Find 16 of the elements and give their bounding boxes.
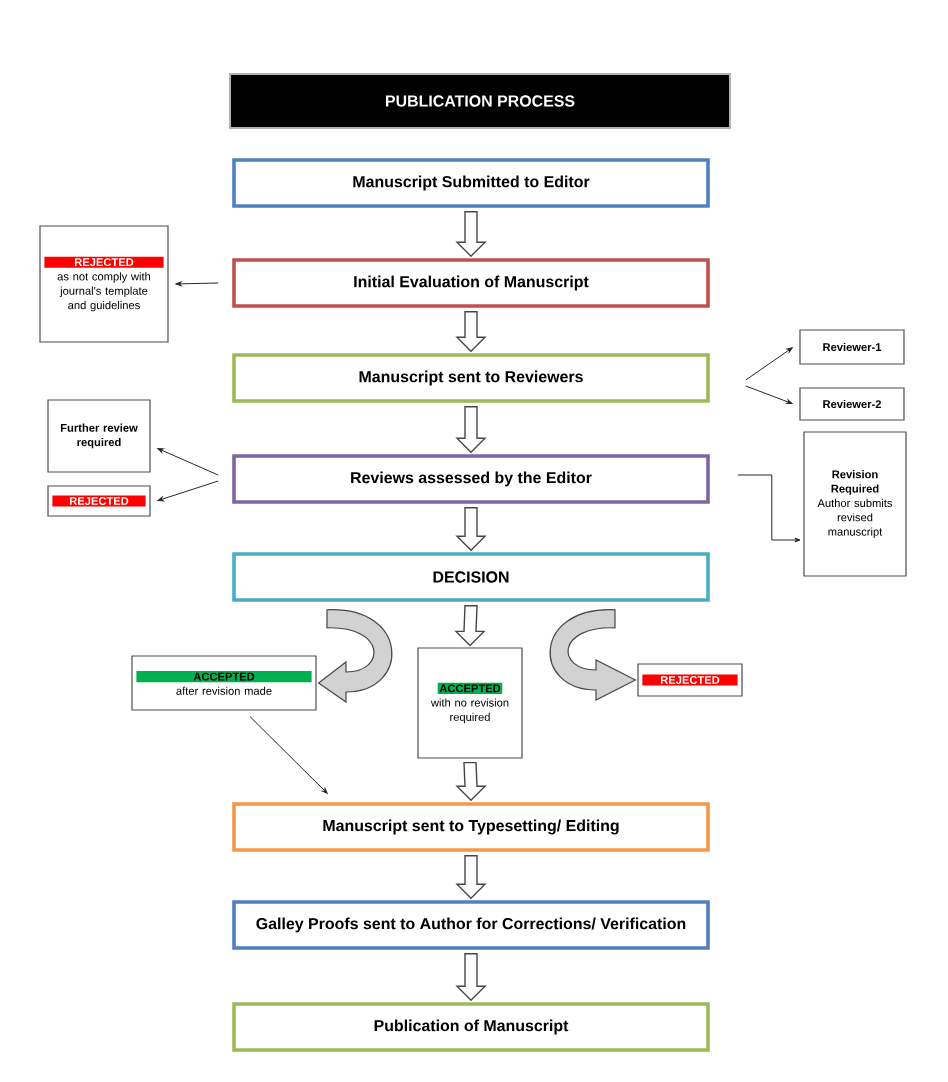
arrow (157, 448, 219, 476)
block-arrow (455, 406, 487, 454)
block-arrow (455, 211, 487, 258)
block-arrow (455, 507, 487, 552)
block-arrow (454, 605, 486, 647)
block-arrow (455, 953, 487, 1002)
block-arrow (455, 761, 487, 802)
arrow (175, 281, 219, 287)
arrow (745, 385, 793, 404)
curved-block-arrow (549, 609, 636, 701)
arrow (249, 716, 328, 794)
arrow (157, 480, 219, 502)
block-arrow (455, 311, 487, 353)
block-arrow (455, 855, 487, 900)
arrow (745, 347, 793, 381)
elbow-arrow (737, 474, 801, 543)
